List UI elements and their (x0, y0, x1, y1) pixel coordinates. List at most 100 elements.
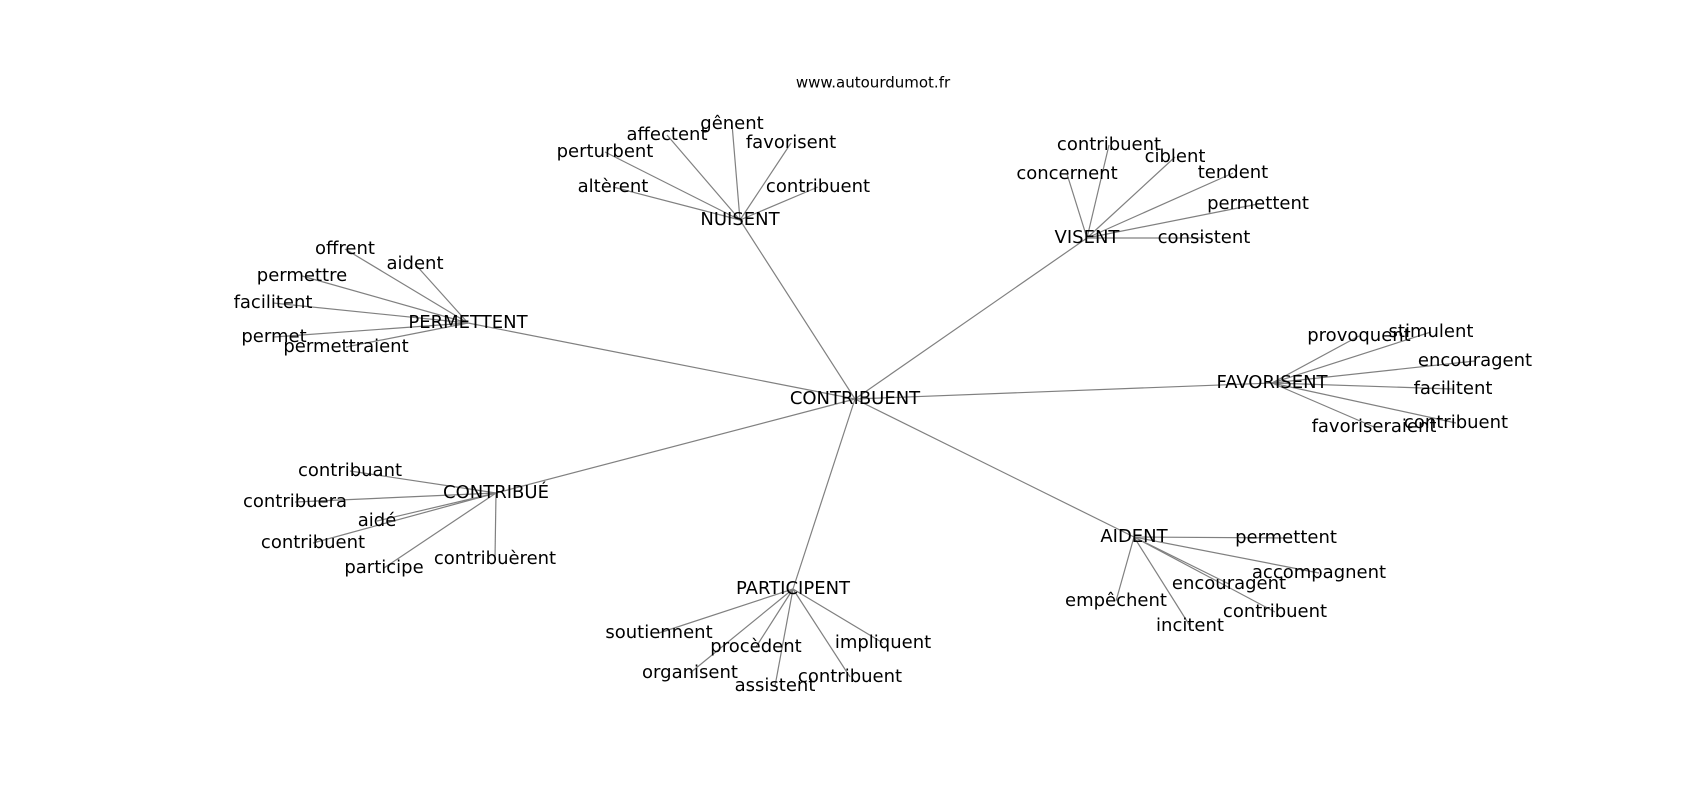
leaf-node-permettent-0[interactable]: offrent (315, 238, 375, 259)
leaf-node-permettent-5[interactable]: permettraient (283, 336, 408, 357)
leaf-node-favorisent-4[interactable]: contribuent (1404, 412, 1508, 433)
edge-nuisent-0 (604, 151, 741, 221)
edge-root-nuisent (739, 219, 856, 400)
leaf-node-aident-1[interactable]: accompagnent (1252, 562, 1386, 583)
leaf-node-aident-5[interactable]: incitent (1156, 615, 1224, 636)
edge-favorisent-4 (1271, 382, 1457, 424)
leaf-node-contribue-4[interactable]: participe (344, 557, 423, 578)
edge-contribue-1 (294, 492, 497, 503)
edge-contribue-4 (383, 492, 497, 569)
edge-nuisent-5 (739, 186, 819, 221)
leaf-node-permettent-2[interactable]: permettre (257, 265, 347, 286)
hub-node-visent[interactable]: VISENT (1055, 227, 1121, 248)
edge-nuisent-2 (731, 123, 741, 221)
edge-participent-3 (689, 588, 794, 674)
leaf-node-visent-5[interactable]: consistent (1158, 227, 1251, 248)
edge-root-participent (792, 398, 856, 590)
leaf-node-nuisent-0[interactable]: perturbent (557, 141, 654, 162)
leaf-node-favorisent-5[interactable]: favoriseraient (1312, 416, 1437, 437)
edge-participent-1 (755, 588, 794, 648)
leaf-node-contribue-0[interactable]: contribuant (298, 460, 402, 481)
edge-favorisent-3 (1271, 382, 1454, 390)
leaf-node-visent-4[interactable]: permettent (1207, 193, 1309, 214)
leaf-node-nuisent-4[interactable]: altèrent (578, 176, 649, 197)
leaf-node-contribue-1[interactable]: contribuera (243, 491, 347, 512)
leaf-node-nuisent-3[interactable]: favorisent (746, 132, 836, 153)
leaf-node-visent-1[interactable]: ciblent (1145, 146, 1206, 167)
watermark: www.autourdumot.fr (796, 74, 951, 92)
leaf-node-permettent-4[interactable]: permet (241, 326, 306, 347)
edge-visent-4 (1086, 203, 1259, 239)
leaf-node-favorisent-0[interactable]: provoquent (1307, 325, 1410, 346)
hub-node-aident[interactable]: AIDENT (1100, 526, 1168, 547)
labels: www.autourdumot.fr CONTRIBUENT perturben… (234, 74, 1533, 697)
leaf-node-participent-5[interactable]: assistent (735, 675, 816, 696)
edge-permettent-1 (414, 263, 469, 324)
edge-visent-3 (1086, 172, 1234, 239)
leaf-node-favorisent-1[interactable]: stimulent (1389, 321, 1474, 342)
edges (272, 123, 1476, 687)
edge-permettent-2 (301, 275, 469, 324)
leaf-node-permettent-1[interactable]: aident (387, 253, 444, 274)
edge-contribue-0 (349, 470, 497, 494)
leaf-node-participent-0[interactable]: soutiennent (605, 622, 712, 643)
edge-participent-0 (658, 588, 794, 634)
leaf-node-aident-2[interactable]: encouragent (1172, 573, 1286, 594)
edge-visent-0 (1086, 144, 1110, 239)
leaf-node-contribue-3[interactable]: contribuent (261, 532, 365, 553)
edge-permettent-5 (345, 322, 469, 348)
leaf-node-participent-3[interactable]: organisent (642, 662, 738, 683)
leaf-node-contribue-2[interactable]: aidé (358, 510, 397, 531)
root-node[interactable]: CONTRIBUENT (790, 388, 921, 409)
edge-participent-4 (792, 588, 851, 678)
leaf-node-visent-2[interactable]: concernent (1016, 163, 1117, 184)
hub-node-permettent[interactable]: PERMETTENT (408, 312, 528, 333)
edge-contribue-2 (376, 492, 497, 522)
hub-node-contribue[interactable]: CONTRIBUÉ (443, 481, 549, 503)
edge-nuisent-1 (666, 134, 741, 221)
edge-participent-2 (792, 588, 884, 644)
leaf-node-permettent-3[interactable]: facilitent (234, 292, 313, 313)
edge-aident-0 (1133, 536, 1287, 539)
edge-permettent-3 (272, 302, 469, 324)
leaf-node-nuisent-5[interactable]: contribuent (766, 176, 870, 197)
edge-nuisent-4 (612, 186, 741, 221)
edge-aident-3 (1115, 536, 1135, 602)
hub-node-favorisent[interactable]: FAVORISENT (1216, 372, 1328, 393)
edge-root-visent (854, 237, 1088, 400)
edge-contribue-3 (312, 492, 497, 544)
edge-root-favorisent (854, 382, 1273, 400)
edge-favorisent-5 (1271, 382, 1375, 428)
edge-nuisent-3 (739, 142, 792, 221)
leaf-node-favorisent-2[interactable]: encouragent (1418, 350, 1532, 371)
edge-permettent-4 (273, 322, 469, 338)
leaf-node-participent-4[interactable]: contribuent (798, 666, 902, 687)
leaf-node-contribue-5[interactable]: contribuèrent (434, 548, 556, 569)
edge-aident-5 (1133, 536, 1191, 627)
leaf-node-participent-1[interactable]: procèdent (710, 636, 801, 657)
leaf-node-nuisent-1[interactable]: affectent (627, 124, 708, 145)
leaf-node-nuisent-2[interactable]: gênent (700, 113, 763, 134)
edge-favorisent-0 (1271, 335, 1360, 384)
edge-visent-1 (1086, 156, 1176, 239)
edge-aident-4 (1133, 536, 1276, 613)
edge-favorisent-2 (1271, 360, 1476, 384)
leaf-node-participent-2[interactable]: impliquent (835, 632, 931, 653)
edge-contribue-5 (494, 492, 497, 560)
hub-node-nuisent[interactable]: NUISENT (700, 209, 780, 230)
edge-root-contribue (495, 398, 856, 494)
edge-participent-5 (774, 588, 794, 687)
hub-node-participent[interactable]: PARTICIPENT (736, 578, 851, 599)
leaf-node-aident-0[interactable]: permettent (1235, 527, 1337, 548)
edge-aident-1 (1133, 536, 1320, 574)
edge-favorisent-1 (1271, 331, 1432, 384)
edge-permettent-0 (344, 248, 469, 324)
leaf-node-visent-0[interactable]: contribuent (1057, 134, 1161, 155)
edge-root-permettent (467, 322, 856, 400)
leaf-node-aident-4[interactable]: contribuent (1223, 601, 1327, 622)
leaf-node-aident-3[interactable]: empêchent (1065, 590, 1167, 611)
leaf-node-visent-3[interactable]: tendent (1198, 162, 1269, 183)
edge-visent-2 (1066, 173, 1088, 239)
leaf-node-favorisent-3[interactable]: facilitent (1414, 378, 1493, 399)
